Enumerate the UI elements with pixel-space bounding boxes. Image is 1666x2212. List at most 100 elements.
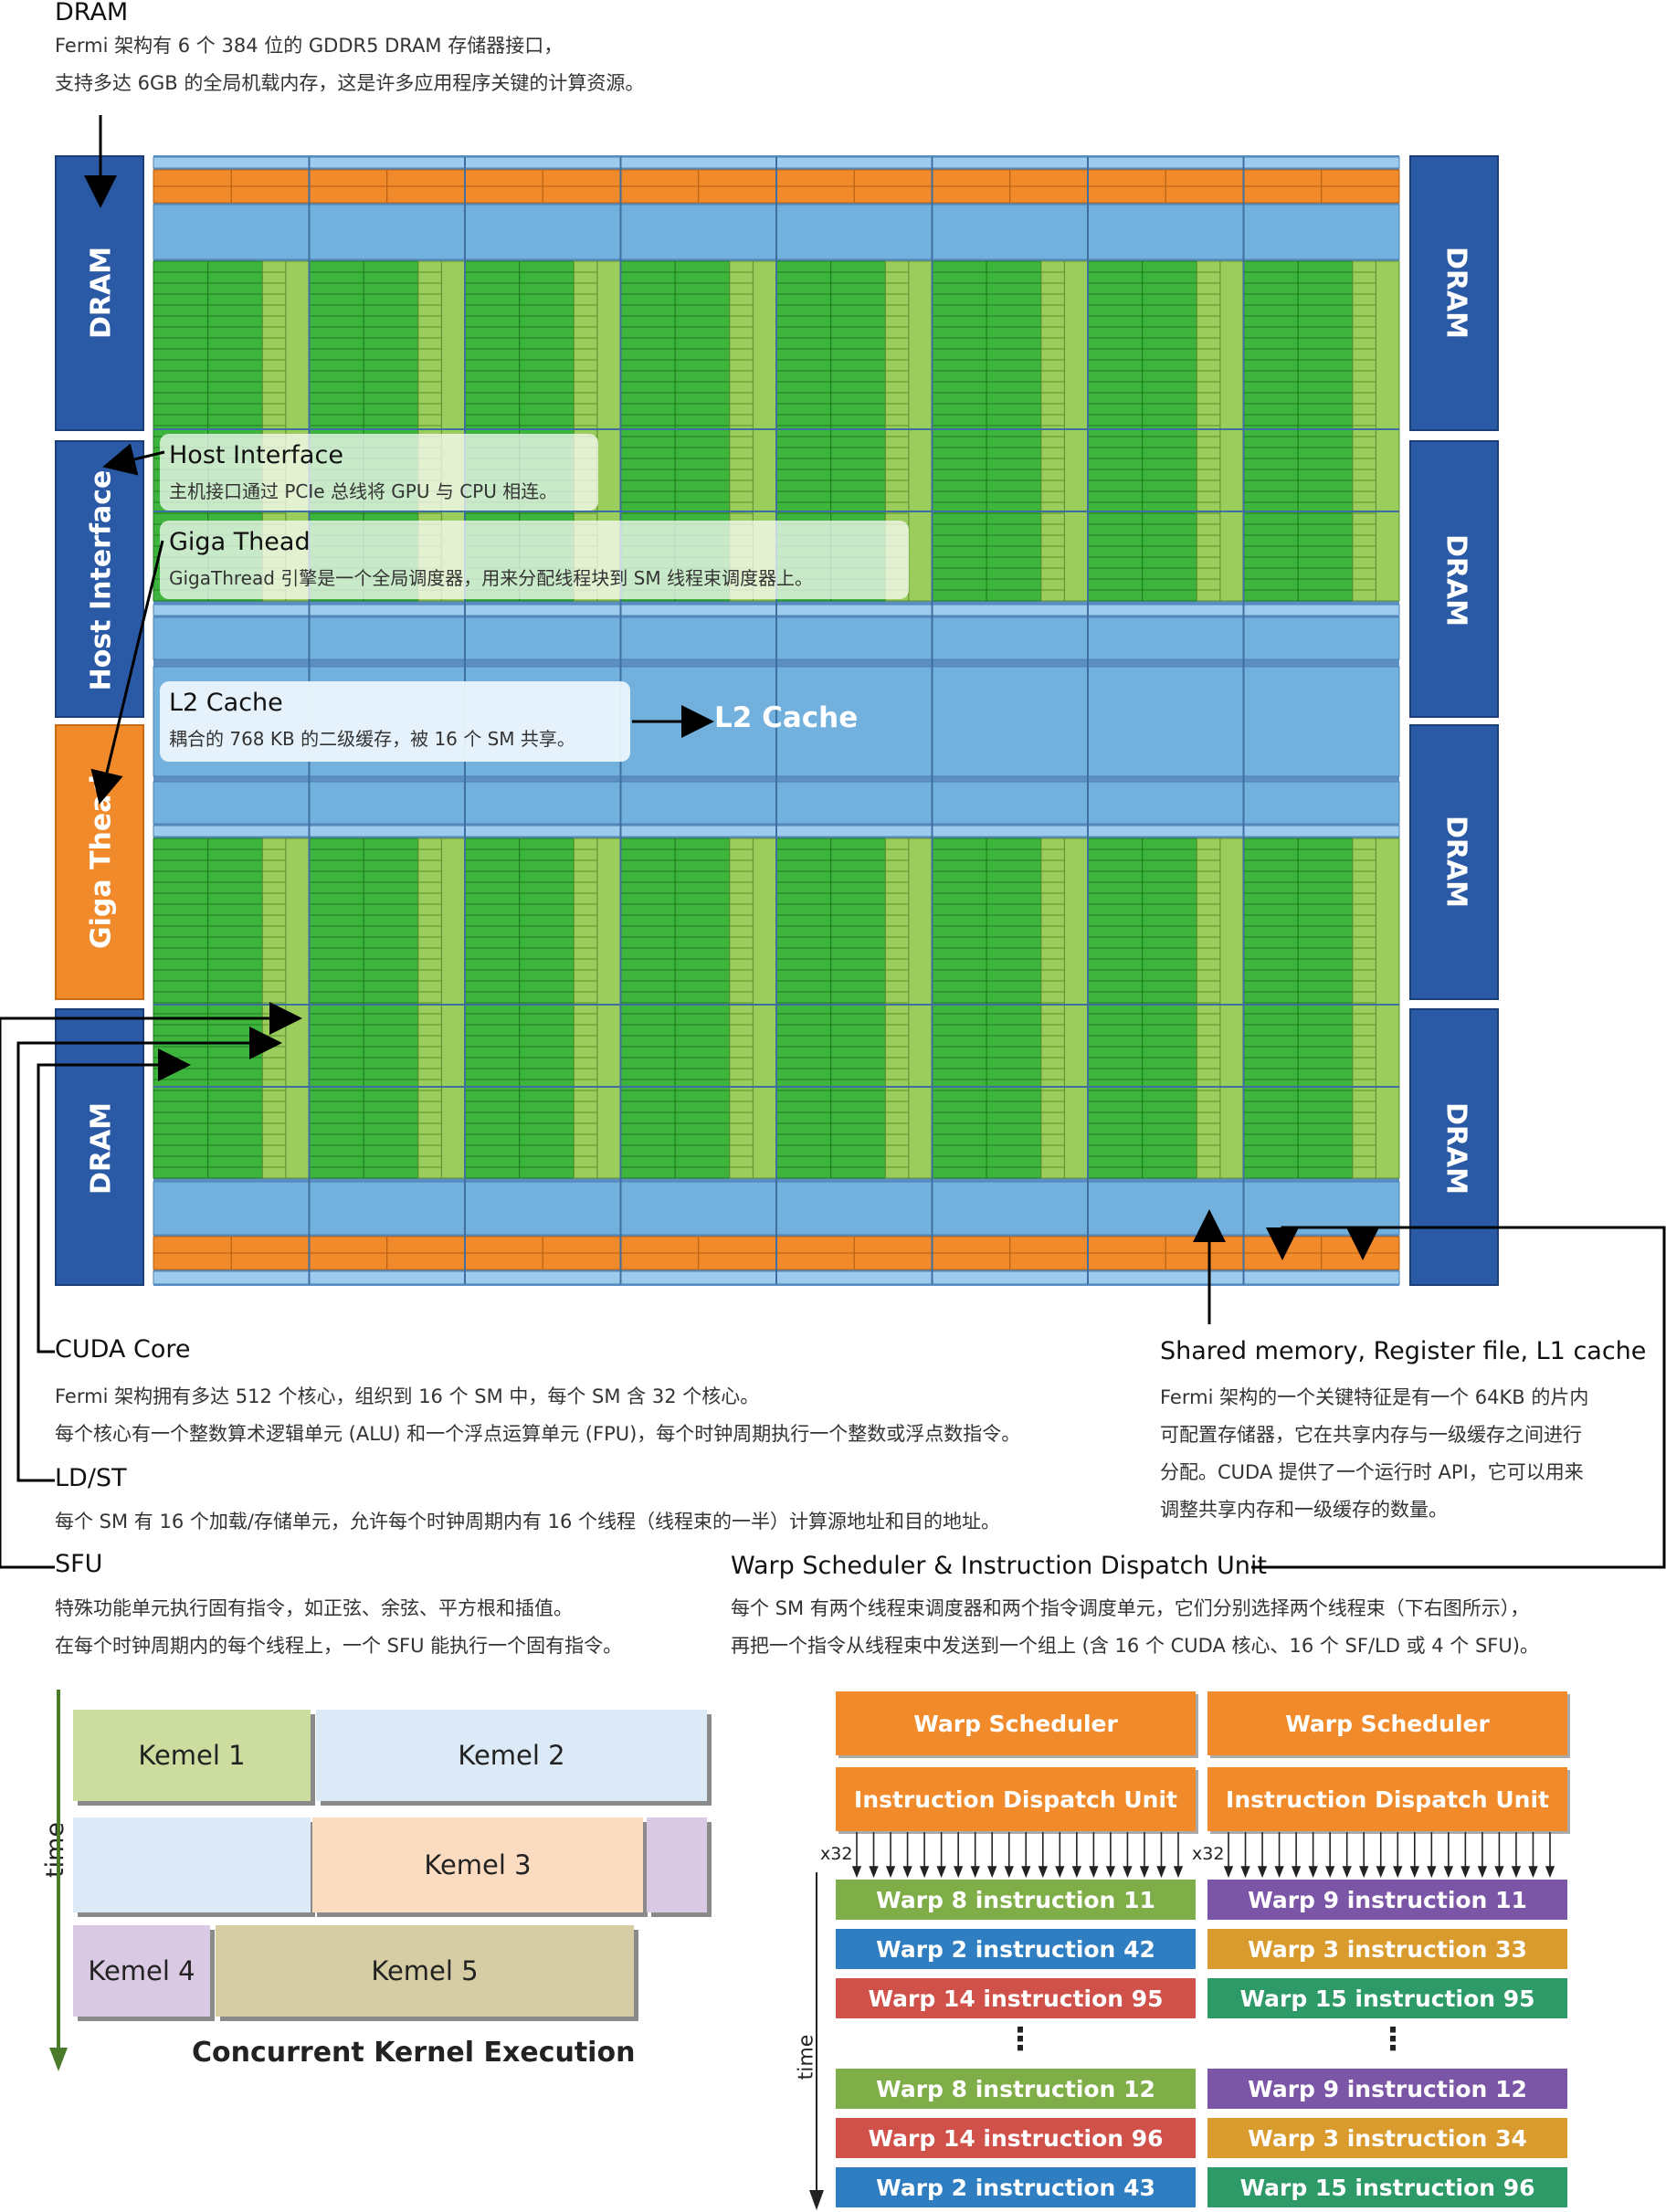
cuda-core-cell xyxy=(153,991,209,1004)
cuda-core-cell xyxy=(1142,447,1197,459)
cuda-core-cell xyxy=(1087,947,1144,960)
cuda-core-cell xyxy=(1087,556,1144,569)
cuda-core-cell xyxy=(1142,458,1197,470)
callout-title: L2 Cache xyxy=(169,689,283,717)
ldst-cell xyxy=(729,414,754,427)
ldst-cell xyxy=(729,469,754,481)
cuda-core-cell xyxy=(932,337,987,350)
cuda-core-cell xyxy=(363,1111,419,1124)
warp-desc-line: 每个 SM 有两个线程束调度器和两个指令调度单元，它们分别选择两个线程束（下右图… xyxy=(731,1597,1530,1619)
cuda-core-cell xyxy=(519,925,575,938)
ldst-cell xyxy=(417,1057,442,1069)
cuda-core-cell xyxy=(207,271,263,284)
dispatch-lane-arrowhead xyxy=(1123,1866,1133,1879)
warp-desc-line: 再把一个指令从线程束中发送到一个组上 (含 16 个 CUDA 核心、16 个 … xyxy=(731,1635,1539,1657)
cuda-core-cell xyxy=(1297,1013,1354,1026)
cuda-core-cell xyxy=(775,425,832,437)
cuda-core-cell xyxy=(1297,1057,1354,1069)
cuda-core-cell xyxy=(775,458,832,470)
cuda-core-cell xyxy=(932,523,987,536)
orange-unit xyxy=(853,169,933,187)
cuda-core-cell xyxy=(1142,337,1197,350)
ldst-cell xyxy=(573,271,598,284)
ldst-cell xyxy=(1352,469,1376,481)
ldst-cell xyxy=(729,947,754,960)
cuda-core-cell xyxy=(986,1046,1042,1059)
cuda-core-cell xyxy=(1243,315,1299,328)
cuda-core-cell xyxy=(1297,282,1354,295)
cuda-core-cell xyxy=(932,260,987,273)
cuda-core-cell xyxy=(830,1133,886,1146)
cuda-core-cell xyxy=(932,1144,987,1157)
ldst-cell xyxy=(573,848,598,861)
cuda-core-cell xyxy=(932,936,987,949)
cuda-core-cell xyxy=(1243,469,1299,481)
cuda-core-cell xyxy=(932,490,987,503)
cuda-core-cell xyxy=(1087,1133,1144,1146)
ldst-cell xyxy=(1040,458,1065,470)
ldst-cell xyxy=(1040,1035,1065,1048)
ldst-cell xyxy=(417,381,442,394)
ldst-cell xyxy=(261,1133,287,1146)
ldst-cell xyxy=(1352,458,1376,470)
sfu-column xyxy=(908,837,933,1179)
cuda-core-cell xyxy=(620,1133,676,1146)
cuda-core-cell xyxy=(986,326,1042,339)
cuda-core-cell xyxy=(1142,1166,1197,1179)
dispatch-lane-arrowhead xyxy=(1528,1866,1538,1879)
shared-desc-line: Fermi 架构的一个关键特征是有一个 64KB 的片内 xyxy=(1160,1386,1589,1408)
ldst-cell xyxy=(1352,304,1376,317)
cuda-core-cell xyxy=(1087,914,1144,927)
cuda-core-cell xyxy=(464,326,521,339)
cuda-core-cell xyxy=(153,1057,209,1069)
cuda-core-cell xyxy=(830,359,886,372)
ldst-cell xyxy=(1040,848,1065,861)
cuda-core-cell xyxy=(153,392,209,405)
cuda-core-cell xyxy=(464,1035,521,1048)
ldst-cell xyxy=(1196,403,1221,416)
warp-instruction-bar: Warp 9 instruction 12 xyxy=(1207,2069,1567,2109)
cuda-core-cell xyxy=(830,1144,886,1157)
ldst-cell xyxy=(884,1024,910,1037)
ldst-cell xyxy=(884,1090,910,1102)
ldst-cell xyxy=(884,1166,910,1179)
cuda-core-cell xyxy=(986,392,1042,405)
ldst-cell xyxy=(729,1068,754,1080)
sm-mid-band xyxy=(620,616,777,660)
cuda-core-cell xyxy=(932,414,987,427)
cuda-core-cell xyxy=(986,381,1042,394)
cuda-core-cell xyxy=(207,1166,263,1179)
cuda-core-cell xyxy=(519,947,575,960)
cuda-core-cell xyxy=(830,837,886,850)
dispatch-lane-arrowhead xyxy=(1291,1866,1302,1879)
cuda-core-cell xyxy=(464,1166,521,1179)
cuda-core-cell xyxy=(986,1111,1042,1124)
cuda-core-cell xyxy=(1142,925,1197,938)
orange-unit xyxy=(1009,169,1089,187)
ldst-cell xyxy=(1040,425,1065,437)
cuda-core-cell xyxy=(1243,1013,1299,1026)
cuda-core-cell xyxy=(620,1090,676,1102)
ldst-cell xyxy=(573,337,598,350)
ldst-cell xyxy=(573,1166,598,1179)
ldst-cell xyxy=(729,403,754,416)
cuda-core-cell xyxy=(207,1046,263,1059)
cuda-core-cell xyxy=(932,392,987,405)
cuda-core-cell xyxy=(464,980,521,993)
cuda-core-cell xyxy=(153,1013,209,1026)
cuda-core-cell xyxy=(464,903,521,916)
ldst-cell xyxy=(1352,512,1376,525)
cuda-core-cell xyxy=(207,914,263,927)
cuda-core-cell xyxy=(464,271,521,284)
cuda-core-cell xyxy=(207,304,263,317)
cuda-core-cell xyxy=(464,260,521,273)
ldst-cell xyxy=(573,293,598,306)
ldst-cell xyxy=(884,1046,910,1059)
cuda-core-cell xyxy=(932,1166,987,1179)
cuda-core-cell xyxy=(1297,1101,1354,1113)
cuda-core-cell xyxy=(986,1035,1042,1048)
ldst-cell xyxy=(1352,447,1376,459)
concurrent-caption: Concurrent Kernel Execution xyxy=(192,2037,636,2069)
cuda-core-cell xyxy=(986,458,1042,470)
cuda-core-cell xyxy=(153,315,209,328)
